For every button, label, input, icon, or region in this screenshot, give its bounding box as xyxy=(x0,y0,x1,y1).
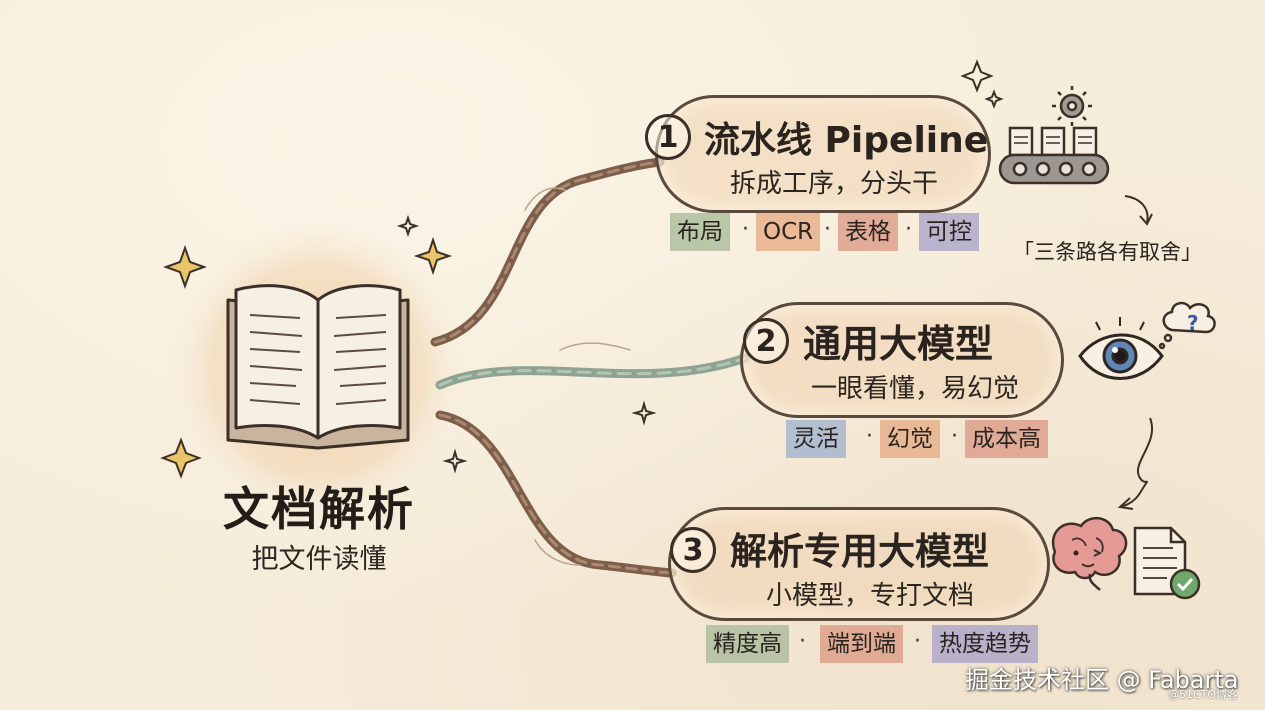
branch-1-tag-1: 布局 xyxy=(670,213,730,251)
conveyor-belt-icon xyxy=(998,126,1110,185)
arrow-icon xyxy=(1117,195,1153,510)
tag-separator: · xyxy=(824,217,831,242)
branch-3-subtitle: 小模型，专打文档 xyxy=(765,581,974,611)
branch-2-tag-3: 成本高 xyxy=(965,420,1048,458)
branch-1-bubble xyxy=(655,95,991,213)
eye-icon xyxy=(1078,317,1164,380)
branch-3-number: 3 xyxy=(670,527,716,573)
gear-icon xyxy=(1052,86,1092,126)
tag-separator: · xyxy=(914,629,921,654)
tag-separator: · xyxy=(951,424,958,449)
branch-1-title: 流水线 Pipeline xyxy=(704,120,989,161)
branch-2-number: 2 xyxy=(743,318,789,364)
question-mark: ? xyxy=(1187,311,1199,335)
branch-connectors xyxy=(430,157,750,578)
watermark-small: @51CTO博客 xyxy=(1168,688,1239,701)
center-subtitle: 把文件读懂 xyxy=(251,544,387,575)
document-check-icon xyxy=(1133,526,1201,600)
branch-2-bubble xyxy=(740,302,1064,418)
center-title: 文档解析 xyxy=(223,482,415,536)
tag-separator: · xyxy=(742,217,749,242)
sparkle-icon xyxy=(160,59,1004,479)
book-icon xyxy=(226,284,410,450)
brain-icon xyxy=(1051,517,1128,591)
branch-1-subtitle: 拆成工序，分头干 xyxy=(729,169,938,199)
branch-2-title: 通用大模型 xyxy=(803,322,994,366)
branch-3-tag-1: 精度高 xyxy=(706,625,789,663)
tag-separator: · xyxy=(905,217,912,242)
branch-1-number: 1 xyxy=(645,114,691,160)
branch-2-tag-1: 灵活 xyxy=(786,420,846,458)
branch-1-tag-2: OCR xyxy=(756,213,821,251)
callout-text: 「三条路各有取舍」 xyxy=(1013,240,1202,264)
tag-separator: · xyxy=(866,424,873,449)
branch-3-bubble xyxy=(668,507,1050,621)
branch-1-tag-3: 表格 xyxy=(838,213,898,251)
branch-3-tag-3: 热度趋势 xyxy=(932,625,1038,663)
tag-separator: · xyxy=(799,629,806,654)
branch-3-title: 解析专用大模型 xyxy=(730,530,989,573)
branch-3-tag-2: 端到端 xyxy=(820,625,903,663)
branch-2-tag-2: 幻觉 xyxy=(880,420,940,458)
question-cloud-icon xyxy=(1158,301,1216,350)
branch-1-tag-4: 可控 xyxy=(919,213,979,251)
watermark: 掘金技术社区 @ Fabarta xyxy=(965,666,1239,694)
branch-2-subtitle: 一眼看懂，易幻觉 xyxy=(810,374,1019,404)
